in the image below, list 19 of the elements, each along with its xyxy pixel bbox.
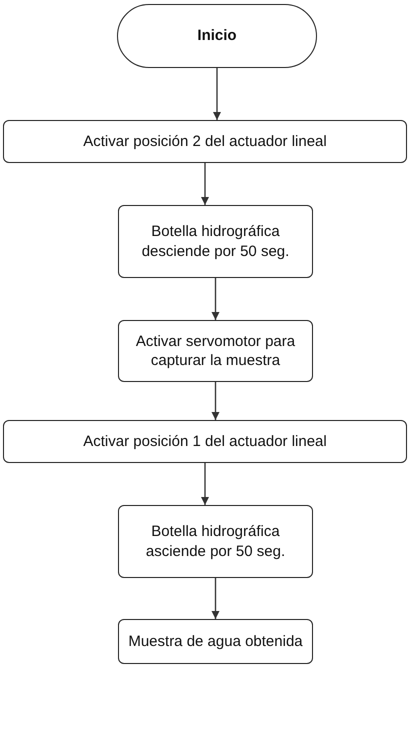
node-text: Activar posición 2 del actuador lineal xyxy=(83,132,327,152)
arrow xyxy=(201,463,209,505)
node-text: Muestra de agua obtenida xyxy=(128,632,303,652)
process-box xyxy=(118,505,313,578)
process-box xyxy=(118,205,313,278)
node-text: Inicio xyxy=(197,26,237,46)
arrow xyxy=(212,278,220,320)
node-text: Activar posición 1 del actuador lineal xyxy=(83,432,327,452)
process-box xyxy=(118,320,313,382)
process-box xyxy=(118,619,313,664)
arrow xyxy=(213,68,221,120)
process-box xyxy=(3,120,407,163)
process-box xyxy=(3,420,407,463)
arrow xyxy=(212,382,220,420)
arrow xyxy=(201,163,209,205)
node-text: Botella hidrográfica desciende por 50 seg. xyxy=(140,222,290,261)
node-text: Botella hidrográfica asciende por 50 seg. xyxy=(144,522,286,561)
arrow xyxy=(212,578,220,619)
node-text: Activar servomotor para capturar la muestra xyxy=(134,332,296,370)
